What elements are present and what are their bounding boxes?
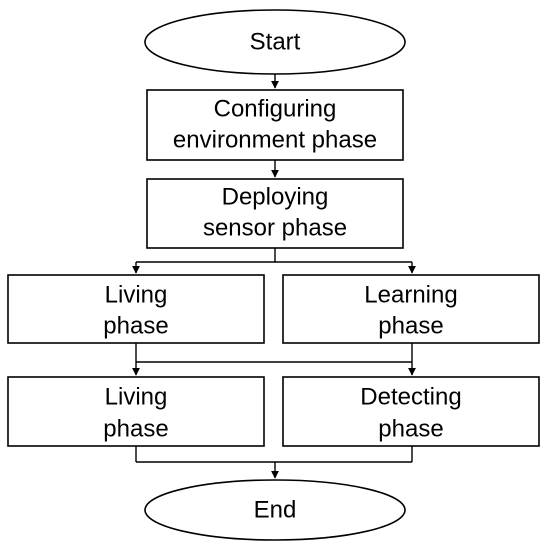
- end-node: End: [144, 479, 406, 541]
- configuring-label-line-1: Configuring: [214, 95, 337, 122]
- living-phase-node-2: Living phase: [7, 376, 265, 447]
- learning-label-line-1: Learning: [364, 281, 457, 308]
- living-1-label-line-2: phase: [103, 312, 168, 339]
- living-1-label-line-1: Living: [105, 281, 168, 308]
- deploying-label-line-1: Deploying: [222, 183, 329, 210]
- start-node: Start: [144, 9, 406, 75]
- start-label: Start: [250, 28, 301, 55]
- detecting-label-line-1: Detecting: [360, 383, 461, 410]
- detecting-label-line-2: phase: [378, 415, 443, 442]
- learning-label-line-2: phase: [378, 312, 443, 339]
- living-2-label-line-1: Living: [105, 383, 168, 410]
- configuring-environment-node: Configuring environment phase: [146, 89, 404, 161]
- configuring-label-line-2: environment phase: [173, 126, 377, 153]
- deploying-label-line-2: sensor phase: [203, 214, 347, 241]
- living-2-label-line-2: phase: [103, 415, 168, 442]
- living-phase-node-1: Living phase: [7, 274, 265, 344]
- deploying-sensor-node: Deploying sensor phase: [146, 178, 404, 249]
- learning-phase-node: Learning phase: [282, 274, 540, 344]
- end-label: End: [254, 496, 297, 523]
- detecting-phase-node: Detecting phase: [282, 376, 540, 447]
- edges: [132, 74, 416, 479]
